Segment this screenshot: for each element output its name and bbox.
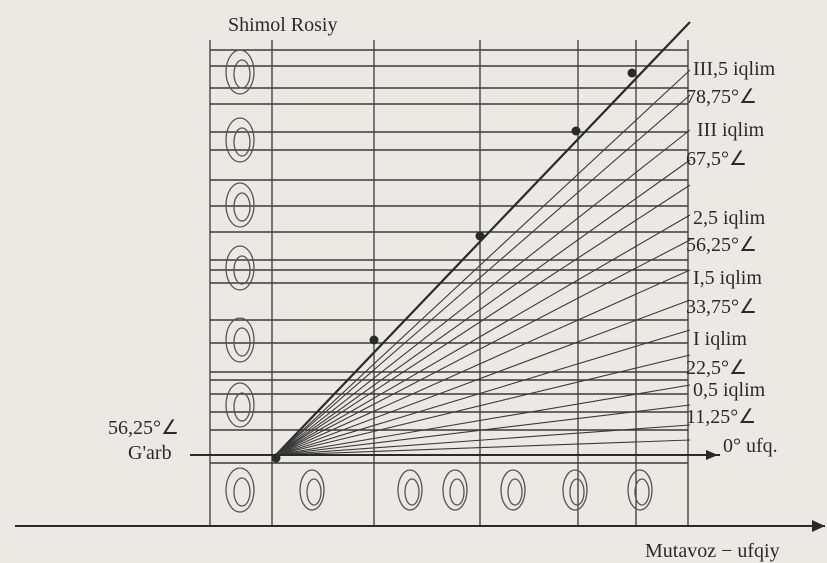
- row-circle-icon: [562, 469, 588, 511]
- ray-point-marker: [571, 126, 581, 136]
- ray-point-marker: [475, 231, 485, 241]
- column-circle-icon: [225, 117, 255, 163]
- column-circle-icon: [233, 255, 251, 285]
- column-circle-icon: [225, 317, 255, 363]
- column-circle-icon: [233, 392, 251, 422]
- angle-ray-line: [275, 269, 691, 456]
- right-label-column: III,5 iqlim 78,75°∠ III iqlim 67,5°∠ 2,5…: [686, 58, 778, 457]
- ray-point-marker: [627, 68, 637, 78]
- row-circle-icon: [507, 478, 523, 506]
- angle-ray-line: [275, 329, 691, 456]
- row-circle-icon: [299, 469, 325, 511]
- west-label: G'arb: [128, 442, 172, 464]
- row-circle-icon: [306, 478, 322, 506]
- row-circle-icon: [404, 478, 420, 506]
- angle-ray-line: [275, 159, 691, 456]
- angle-ray-line: [275, 239, 691, 456]
- right-label: 22,5°∠: [686, 357, 747, 379]
- right-label: I,5 iqlim: [693, 267, 762, 289]
- angle-ray-line: [275, 404, 691, 456]
- column-circle-icon: [225, 182, 255, 228]
- angle-ray-line: [275, 299, 691, 456]
- column-circle-icon: [225, 245, 255, 291]
- angle-ray-line: [275, 439, 691, 456]
- right-label: III iqlim: [697, 119, 765, 141]
- column-circle-icon: [233, 192, 251, 222]
- angle-ray-line: [275, 424, 691, 456]
- right-label: 0° ufq.: [723, 435, 778, 457]
- angle-ray-line: [275, 69, 691, 456]
- column-circle-icon: [233, 59, 251, 89]
- column-circle-icon: [233, 477, 251, 507]
- angle-ray-line: [275, 214, 691, 456]
- zero-horizon-arrow: [706, 450, 718, 460]
- column-circle-icon: [225, 467, 255, 513]
- right-label: 33,75°∠: [686, 296, 757, 318]
- row-circle-icon: [442, 469, 468, 511]
- right-label: 67,5°∠: [686, 148, 747, 170]
- row-circle-icon: [500, 469, 526, 511]
- right-label: 11,25°∠: [686, 406, 756, 428]
- row-circle-icon: [569, 478, 585, 506]
- right-label: III,5 iqlim: [693, 58, 776, 80]
- column-circle-icon: [225, 382, 255, 428]
- right-label: 56,25°∠: [686, 234, 757, 256]
- row-circle-icon: [397, 469, 423, 511]
- west-angle-label: 56,25°∠: [108, 417, 179, 439]
- angle-ray-line: [275, 129, 691, 456]
- angle-ray-line: [275, 184, 691, 456]
- column-circle-icon: [225, 49, 255, 95]
- right-label: 0,5 iqlim: [693, 379, 766, 401]
- row-circle-icon: [449, 478, 465, 506]
- angle-ray-line: [275, 94, 691, 456]
- right-label: 2,5 iqlim: [693, 207, 766, 229]
- column-circle-icon: [233, 327, 251, 357]
- bottom-label: Mutavoz − ufqiy: [645, 540, 780, 562]
- row-circle-icon: [627, 469, 653, 511]
- angle-ray-line: [275, 384, 691, 456]
- column-circle-icon: [233, 127, 251, 157]
- horizon-arrow: [812, 520, 825, 532]
- ray-point-marker: [369, 335, 379, 345]
- right-label: I iqlim: [693, 328, 747, 350]
- angle-ray-line: [275, 354, 691, 456]
- row-circle-icon: [634, 478, 650, 506]
- title-label: Shimol Rosiy: [228, 14, 337, 36]
- right-label: 78,75°∠: [686, 86, 757, 108]
